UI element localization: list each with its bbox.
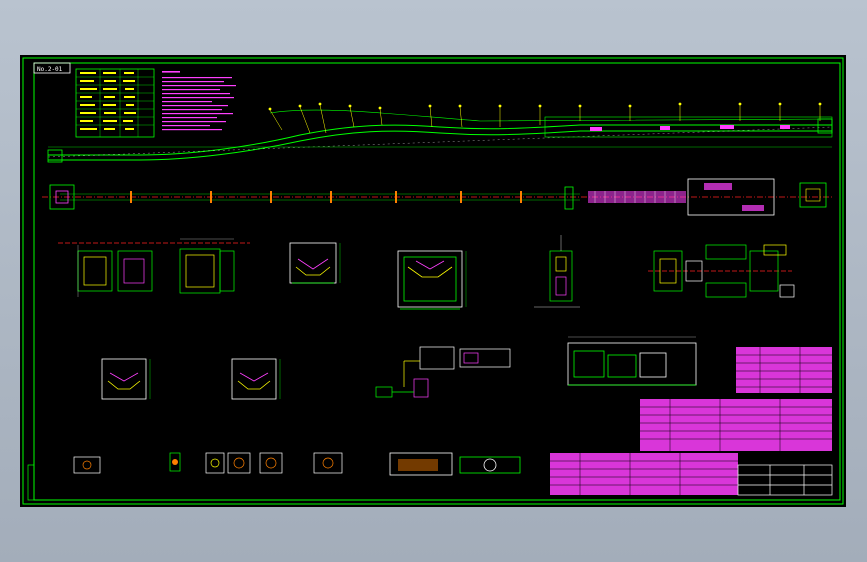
idler-section-1 [289, 242, 341, 284]
outer-frame [22, 57, 844, 505]
detail-plan-assembly [58, 238, 250, 297]
parts-list [550, 347, 832, 495]
conveyor-elevation [47, 102, 833, 163]
take-up-detail [534, 235, 580, 308]
technical-notes [162, 71, 236, 131]
header-tag: No.2-01 [37, 66, 63, 73]
title-block [737, 464, 833, 496]
cad-drawing: No.2-01 [22, 57, 844, 505]
drive-unit [648, 244, 795, 298]
header-tag-box [33, 62, 71, 74]
gearbox-assembly [567, 336, 697, 386]
roller-series [73, 452, 343, 474]
idler-section-4 [231, 358, 281, 400]
conveyor-plan [42, 178, 832, 216]
inner-frame [33, 62, 841, 501]
hydraulic-schematic [375, 346, 511, 398]
drawing-sheet: No.2-01 [20, 55, 846, 507]
tail-section [389, 452, 521, 476]
spec-table [75, 68, 155, 138]
idler-section-2 [397, 250, 467, 310]
idler-section-3 [101, 358, 151, 400]
margin-strip [27, 464, 35, 501]
